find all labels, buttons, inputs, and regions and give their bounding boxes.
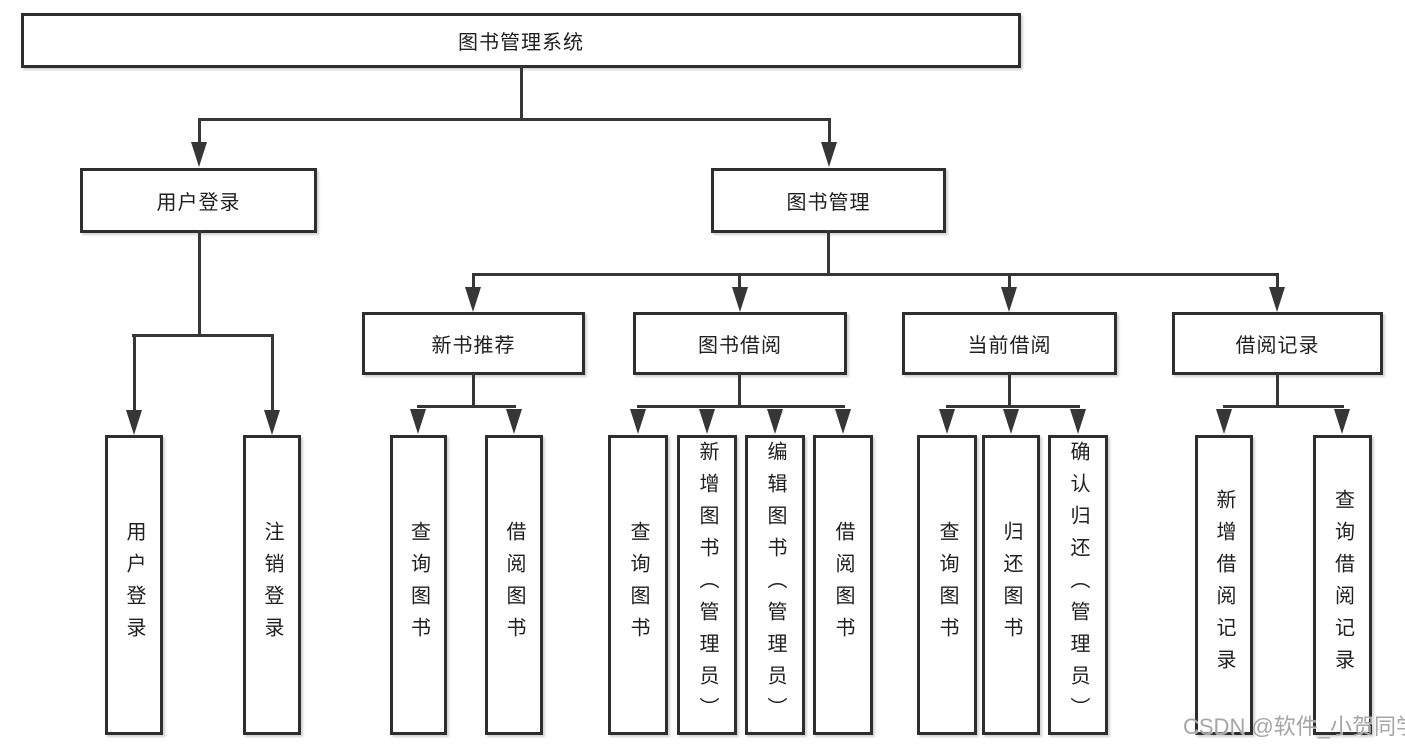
csdn-watermark: CSDN @软件_小贺同学 (1183, 714, 1405, 739)
leaf-borrow-books-label: 借阅图书 (832, 521, 854, 649)
arrow-down-icon (1001, 287, 1017, 312)
connector-stub (133, 334, 136, 412)
leaf-query-books-borrow: 查询图书 (608, 435, 668, 735)
node-book-borrowing: 图书借阅 (633, 312, 847, 375)
leaf-return-books-label: 归还图书 (1000, 521, 1022, 649)
connector-stub (1008, 273, 1011, 288)
connector-stub (828, 118, 831, 145)
connector-hline (946, 405, 1080, 408)
connector-stub (472, 273, 475, 288)
leaf-confirm-return-admin-label: 确认归还（管理员） (1067, 441, 1089, 729)
leaf-query-books-recommend-label: 查询图书 (407, 521, 430, 649)
arrow-down-icon (191, 142, 207, 167)
connector-level3-hline (472, 273, 1279, 276)
connector-vline (738, 373, 741, 408)
leaf-logout: 注销登录 (243, 435, 301, 735)
connector-root-vline (520, 66, 523, 120)
node-user-login-label: 用户登录 (156, 192, 241, 214)
node-borrowing-records-label: 借阅记录 (1235, 335, 1320, 357)
arrow-down-icon (1269, 287, 1285, 312)
arrow-down-icon (410, 409, 426, 434)
connector-stub (1276, 273, 1279, 288)
connector-root-hline (198, 118, 831, 121)
connector-bookmgmt-vline (827, 230, 830, 276)
leaf-add-books-admin: 新增图书（管理员） (677, 435, 737, 735)
arrow-down-icon (1070, 409, 1086, 434)
leaf-add-borrow-record: 新增借阅记录 (1195, 435, 1253, 735)
arrow-down-icon (465, 287, 481, 312)
connector-userlogin-vline (198, 230, 201, 337)
leaf-query-books-current-label: 查询图书 (936, 521, 958, 649)
leaf-return-books: 归还图书 (982, 435, 1040, 735)
leaf-query-borrow-record: 查询借阅记录 (1313, 435, 1372, 735)
leaf-borrow-books-recommend-label: 借阅图书 (503, 521, 525, 649)
node-current-borrowing-label: 当前借阅 (967, 335, 1052, 357)
connector-vline (1008, 373, 1011, 408)
leaf-borrow-books-recommend: 借阅图书 (485, 435, 543, 735)
leaf-query-borrow-record-label: 查询借阅记录 (1331, 489, 1354, 681)
leaf-confirm-return-admin: 确认归还（管理员） (1048, 435, 1108, 735)
node-borrowing-records: 借阅记录 (1172, 312, 1383, 375)
leaf-user-login-label: 用户登录 (123, 521, 145, 649)
arrow-down-icon (939, 409, 955, 434)
node-library-system-label: 图书管理系统 (458, 32, 584, 54)
leaf-logout-label: 注销登录 (261, 521, 283, 649)
node-user-login: 用户登录 (80, 168, 317, 233)
arrow-down-icon (1216, 409, 1232, 434)
node-book-borrowing-label: 图书借阅 (698, 335, 782, 357)
leaf-edit-books-admin: 编辑图书（管理员） (745, 435, 805, 735)
leaf-query-books-recommend: 查询图书 (390, 435, 447, 735)
node-book-management-label: 图书管理 (786, 192, 871, 214)
arrow-down-icon (732, 287, 748, 312)
connector-hline (637, 405, 845, 408)
connector-stub (738, 273, 741, 288)
node-library-system: 图书管理系统 (21, 13, 1021, 68)
node-new-book-recommendation-label: 新书推荐 (431, 335, 516, 357)
leaf-add-books-admin-label: 新增图书（管理员） (696, 441, 718, 729)
leaf-borrow-books: 借阅图书 (813, 435, 873, 735)
leaf-query-books-borrow-label: 查询图书 (627, 521, 649, 649)
connector-userlogin-hline (132, 334, 274, 337)
arrow-down-icon (821, 142, 837, 167)
leaf-edit-books-admin-label: 编辑图书（管理员） (764, 441, 786, 729)
arrow-down-icon (126, 410, 142, 435)
arrow-down-icon (264, 410, 280, 435)
arrow-down-icon (630, 409, 646, 434)
arrow-down-icon (1003, 409, 1019, 434)
arrow-down-icon (835, 409, 851, 434)
connector-vline (1276, 373, 1279, 408)
connector-stub (271, 334, 274, 412)
arrow-down-icon (506, 409, 522, 434)
arrow-down-icon (699, 409, 715, 434)
node-current-borrowing: 当前借阅 (902, 312, 1117, 375)
connector-hline (417, 405, 516, 408)
leaf-add-borrow-record-label: 新增借阅记录 (1213, 489, 1235, 681)
node-book-management: 图书管理 (711, 168, 946, 233)
leaf-user-login: 用户登录 (105, 435, 163, 735)
connector-stub (198, 118, 201, 145)
node-new-book-recommendation: 新书推荐 (362, 312, 585, 375)
arrow-down-icon (1334, 409, 1350, 434)
connector-vline (472, 373, 475, 408)
arrow-down-icon (767, 409, 783, 434)
connector-hline (1223, 405, 1344, 408)
leaf-query-books-current: 查询图书 (917, 435, 977, 735)
